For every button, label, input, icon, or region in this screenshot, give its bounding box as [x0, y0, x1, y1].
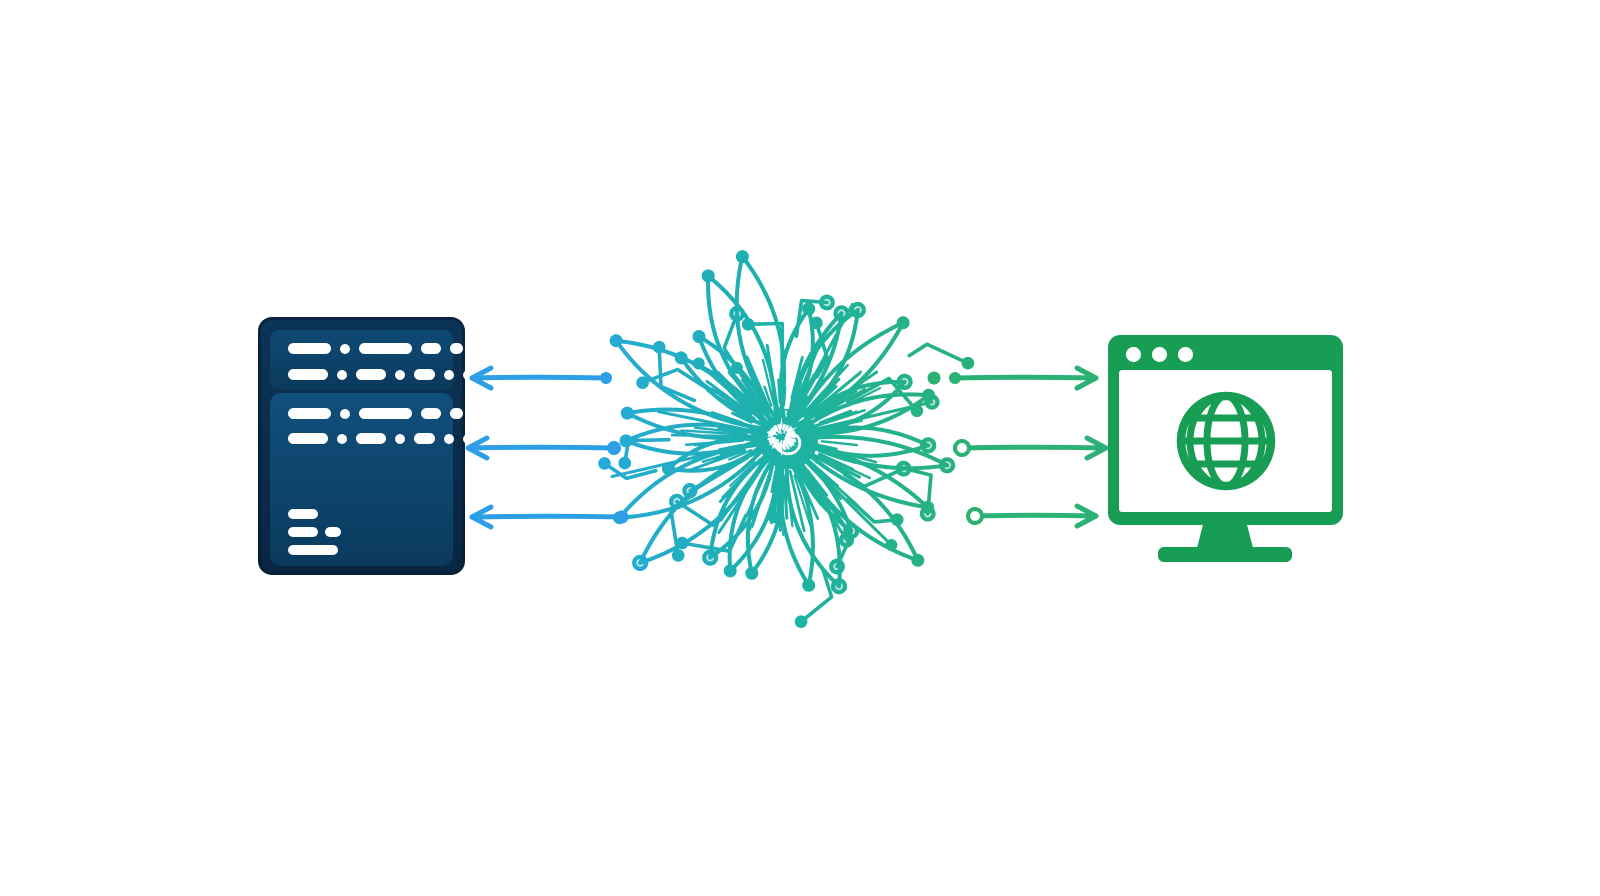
led-dash [421, 408, 441, 419]
monitor-stand-neck [1197, 524, 1253, 548]
led-dash [288, 343, 331, 354]
server-icon [258, 317, 473, 575]
window-control-dots [1126, 347, 1193, 362]
led-dash [288, 433, 328, 444]
server-text-line-row [288, 527, 341, 537]
server-text-line [325, 527, 341, 537]
led-dot [444, 433, 454, 444]
led-dash [450, 343, 463, 354]
led-dash [356, 369, 386, 380]
window-dot [1152, 347, 1167, 362]
window-dot [1178, 347, 1193, 362]
arrow-right-3 [966, 503, 1099, 529]
arrow-right-2 [953, 435, 1109, 461]
server-led-row [288, 343, 463, 354]
led-dot [340, 343, 350, 354]
server-text-line [288, 545, 338, 555]
led-dot [395, 369, 405, 380]
led-dash [421, 343, 441, 354]
led-dot [337, 433, 347, 444]
arrow-right-1 [927, 365, 1099, 391]
led-dash [414, 369, 435, 380]
led-dash [359, 408, 412, 419]
led-dot [395, 433, 405, 444]
arrow-left-2 [465, 435, 621, 461]
globe-icon [1176, 391, 1275, 491]
hub-spiral-glyph [772, 432, 802, 456]
server-top-panel [270, 330, 473, 390]
browser-screen [1119, 370, 1332, 512]
monitor-stand-base [1158, 547, 1292, 562]
network-burst-icon [598, 250, 975, 628]
led-dash [450, 408, 463, 419]
led-dot [337, 369, 347, 380]
browser-window [1108, 335, 1343, 525]
led-dash [356, 433, 386, 444]
led-dot [340, 408, 350, 419]
led-dash [359, 343, 412, 354]
server-text-line-row [288, 545, 338, 555]
server-led-row [288, 408, 463, 419]
window-dot [1126, 347, 1141, 362]
server-led-row [288, 369, 473, 380]
led-dot [463, 369, 473, 380]
arrow-left-1 [469, 365, 612, 391]
led-dot [463, 433, 473, 444]
server-text-line-row [288, 509, 318, 519]
server-text-line [288, 509, 318, 519]
led-dot [444, 369, 454, 380]
server-main-panel [270, 393, 473, 566]
server-text-line [288, 527, 318, 537]
led-dash [414, 433, 435, 444]
arrow-left-3 [469, 504, 629, 530]
led-dash [288, 369, 328, 380]
led-dash [288, 408, 331, 419]
server-led-row [288, 433, 473, 444]
